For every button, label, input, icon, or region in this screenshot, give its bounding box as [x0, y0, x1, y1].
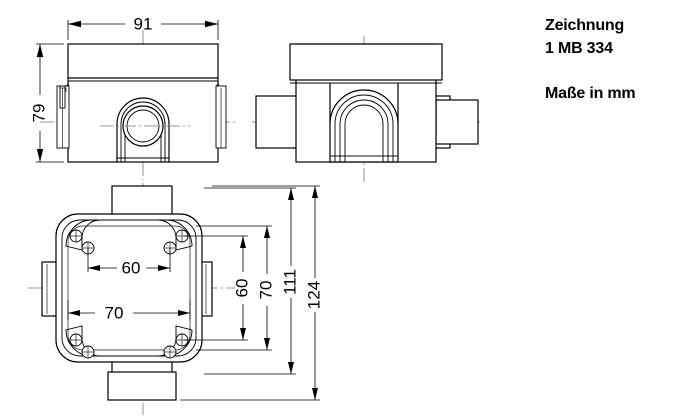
dim111-label: 111 — [280, 269, 299, 295]
side-gland-arch-inner — [339, 99, 389, 162]
dim70v-arrow-bottom — [264, 338, 270, 350]
dim70v-label: 70 — [256, 281, 275, 300]
dim111-arrow-top — [288, 188, 294, 200]
side-view-right-port-outer — [435, 99, 479, 145]
drawing-title-line-2: 1 MB 334 — [545, 40, 613, 57]
gland-arch-outer — [116, 97, 170, 162]
plan-view-corner-boss-top-left — [65, 219, 101, 255]
front-view-left-hinge-detail — [56, 83, 70, 149]
dim60v-arrow-bottom — [240, 328, 246, 340]
side-elevation-view — [252, 36, 480, 182]
dim60h-arrow-right — [158, 265, 170, 271]
dim124-arrow-top — [312, 186, 318, 198]
dim70h-label: 70 — [105, 303, 124, 322]
units-note: Maße in mm — [545, 85, 636, 102]
dim60h-arrow-left — [88, 265, 100, 271]
dim79-arrow-top — [36, 44, 44, 57]
dimension-60-vertical: 60 — [184, 235, 251, 341]
side-gland-arch-mid — [334, 94, 394, 162]
drawing-title-line-1: Zeichnung — [545, 17, 625, 34]
left-hinge-bevel — [65, 83, 70, 87]
side-view-gland-arch — [329, 89, 399, 163]
dimension-111: 111 — [204, 187, 299, 375]
side-view-lid-band — [289, 43, 443, 81]
dimension-70-vertical: 70 — [196, 225, 275, 351]
plan-view-body-wall-inner — [61, 219, 197, 357]
plan-view-corner-boss-bottom-right — [157, 325, 193, 359]
dim124-label: 124 — [304, 281, 323, 309]
dim91-arrow-right — [205, 20, 218, 28]
dim60v-label: 60 — [232, 279, 251, 298]
dim70h-arrow-right — [178, 310, 190, 316]
plan-view-top-port — [111, 185, 173, 219]
dimension-124: 124 — [180, 185, 323, 401]
boss-tr-shape — [157, 219, 193, 251]
boss-br-shape — [157, 325, 193, 357]
dim91-label: 91 — [134, 14, 153, 33]
right-hinge-bevel — [215, 83, 220, 87]
plan-view-corner-boss-bottom-left — [65, 325, 101, 359]
front-view-gland-arch — [116, 97, 170, 162]
dim91-arrow-left — [68, 20, 81, 28]
dim60v-arrow-top — [240, 236, 246, 248]
dim60h-label: 60 — [122, 258, 141, 277]
boss-bl-shape — [65, 325, 101, 357]
dim70v-arrow-top — [264, 226, 270, 238]
dimension-91: 91 — [67, 14, 219, 40]
annotation-block: Zeichnung 1 MB 334 Maße in mm — [545, 14, 675, 105]
dimension-70-horizontal: 70 — [67, 300, 191, 322]
front-view-right-hinge-detail — [215, 83, 227, 149]
side-gland-arch-outer — [329, 89, 399, 163]
plan-view: 60 70 60 — [28, 183, 323, 415]
side-gland-base-plate — [329, 155, 399, 163]
dim124-arrow-bottom — [312, 388, 318, 400]
left-hinge-clip-shape — [59, 87, 67, 92]
plan-view-bottom-port-outer — [107, 371, 177, 401]
gland-arch-mid — [120, 101, 166, 162]
dim79-arrow-bottom — [36, 149, 44, 162]
boss-tl-shape — [65, 219, 101, 251]
plan-view-body-cavity — [67, 225, 191, 351]
side-gland-arch-inner2 — [344, 104, 384, 162]
dimension-60-horizontal: 60 — [87, 248, 171, 277]
dimension-79: 79 — [29, 43, 64, 163]
dim79-label: 79 — [29, 104, 48, 123]
dim70h-arrow-left — [68, 310, 80, 316]
front-elevation-view: 91 79 — [29, 14, 235, 180]
dim111-arrow-bottom — [288, 362, 294, 374]
annotation-spacer — [545, 60, 675, 82]
